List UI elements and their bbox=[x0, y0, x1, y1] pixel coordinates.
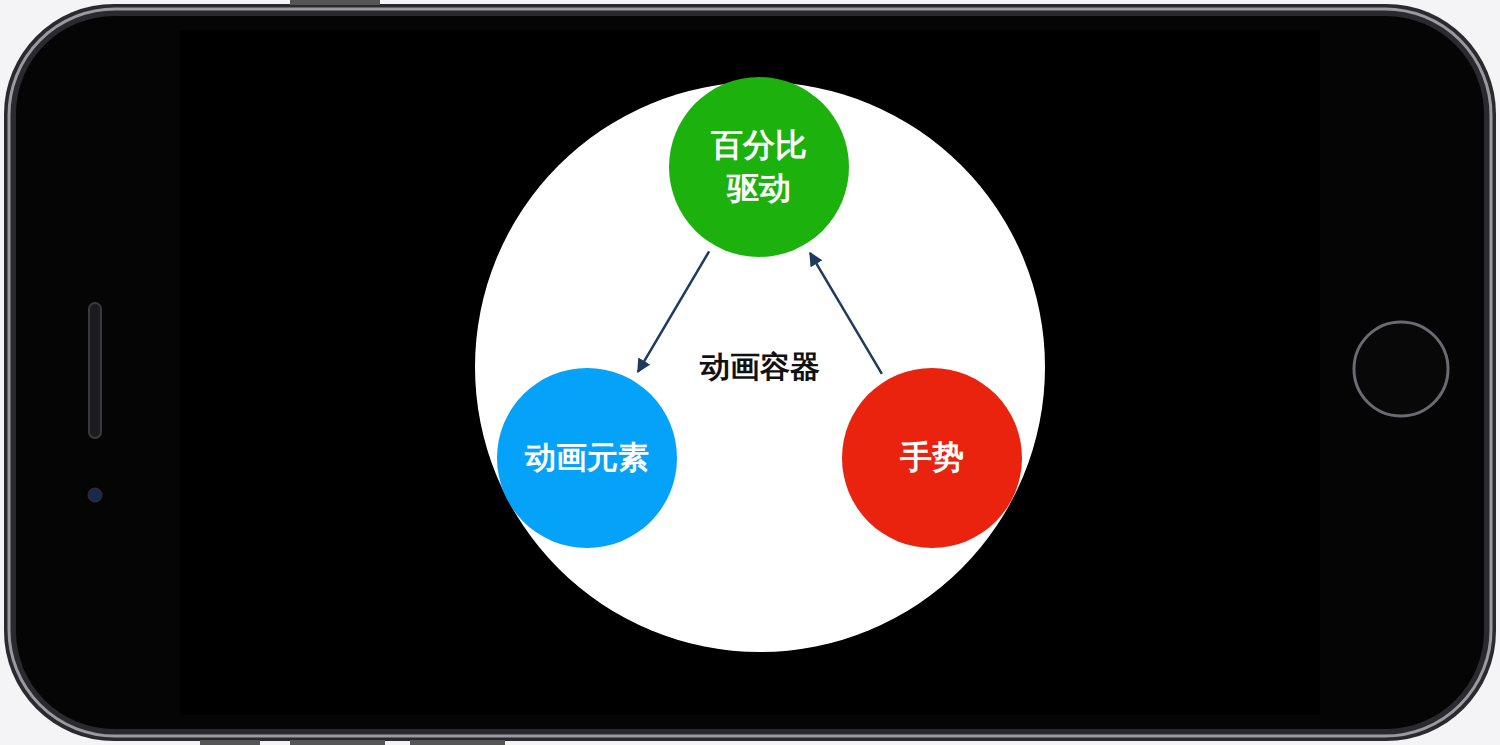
arrow-connector bbox=[810, 253, 882, 374]
phone-body bbox=[4, 4, 1496, 741]
phone-bezel bbox=[9, 9, 1491, 736]
arrow-connector bbox=[638, 251, 709, 372]
concept-circle: 动画元素 bbox=[497, 368, 677, 548]
node-label: 动画元素 bbox=[525, 437, 649, 479]
concept-circle: 手势 bbox=[842, 368, 1022, 548]
side-button bbox=[200, 740, 260, 745]
concept-circle: 百分比 驱动 bbox=[669, 77, 849, 257]
node-label: 手势 bbox=[900, 436, 964, 479]
node-label: 百分比 驱动 bbox=[694, 124, 824, 210]
circle-fill bbox=[497, 368, 677, 548]
circle-fill bbox=[669, 77, 849, 257]
side-button bbox=[290, 0, 380, 5]
speaker-slot bbox=[89, 303, 101, 438]
home-button bbox=[1354, 322, 1448, 416]
node-label: 动画容器 bbox=[700, 347, 820, 388]
phone-front bbox=[16, 16, 1484, 729]
camera-dot bbox=[88, 488, 102, 502]
side-button bbox=[410, 740, 505, 745]
container-circle: 动画容器 百分比 驱动动画元素 手势 bbox=[475, 82, 1045, 652]
side-button bbox=[290, 740, 385, 745]
circle-fill bbox=[842, 368, 1022, 548]
phone-screen bbox=[180, 30, 1320, 715]
circle-outline bbox=[669, 77, 849, 257]
